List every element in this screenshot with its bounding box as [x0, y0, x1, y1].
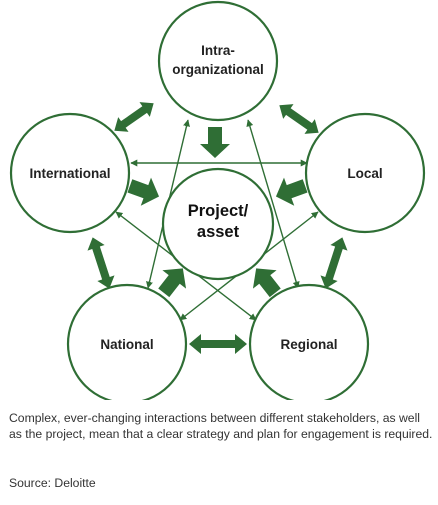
arrow-national-to-project — [158, 268, 187, 298]
node-intra-line1: Intra- — [201, 43, 235, 58]
node-project-asset: Project/ asset — [161, 167, 275, 281]
diagram-caption: Complex, ever-changing interactions betw… — [9, 411, 433, 441]
stakeholder-interaction-diagram: Intra- organizational International Loca… — [9, 0, 426, 400]
inward-arrows — [127, 127, 308, 298]
node-local-label: Local — [347, 166, 382, 181]
node-local: Local — [304, 112, 426, 234]
node-intra-line2: organizational — [172, 62, 264, 77]
node-intra-organizational: Intra- organizational — [157, 0, 279, 122]
arrow-intra-to-project — [200, 127, 230, 158]
ring-arrows — [87, 102, 348, 354]
arrow-local-regional — [320, 237, 348, 289]
arrow-intra-international — [114, 102, 154, 132]
node-regional: Regional — [248, 283, 370, 400]
center-line2: asset — [197, 223, 240, 241]
node-international: International — [9, 112, 131, 234]
arrow-intra-local — [279, 104, 319, 134]
node-national-label: National — [100, 337, 153, 352]
arrow-national-regional — [189, 334, 247, 354]
node-national: National — [66, 283, 188, 400]
arrow-regional-to-project — [252, 268, 281, 298]
arrow-international-to-project — [127, 177, 160, 206]
source-note: Source: Deloitte — [9, 476, 96, 490]
arrow-international-national — [87, 237, 115, 289]
node-regional-label: Regional — [280, 337, 337, 352]
node-international-label: International — [29, 166, 110, 181]
center-line1: Project/ — [188, 202, 249, 220]
arrow-local-to-project — [275, 177, 308, 206]
